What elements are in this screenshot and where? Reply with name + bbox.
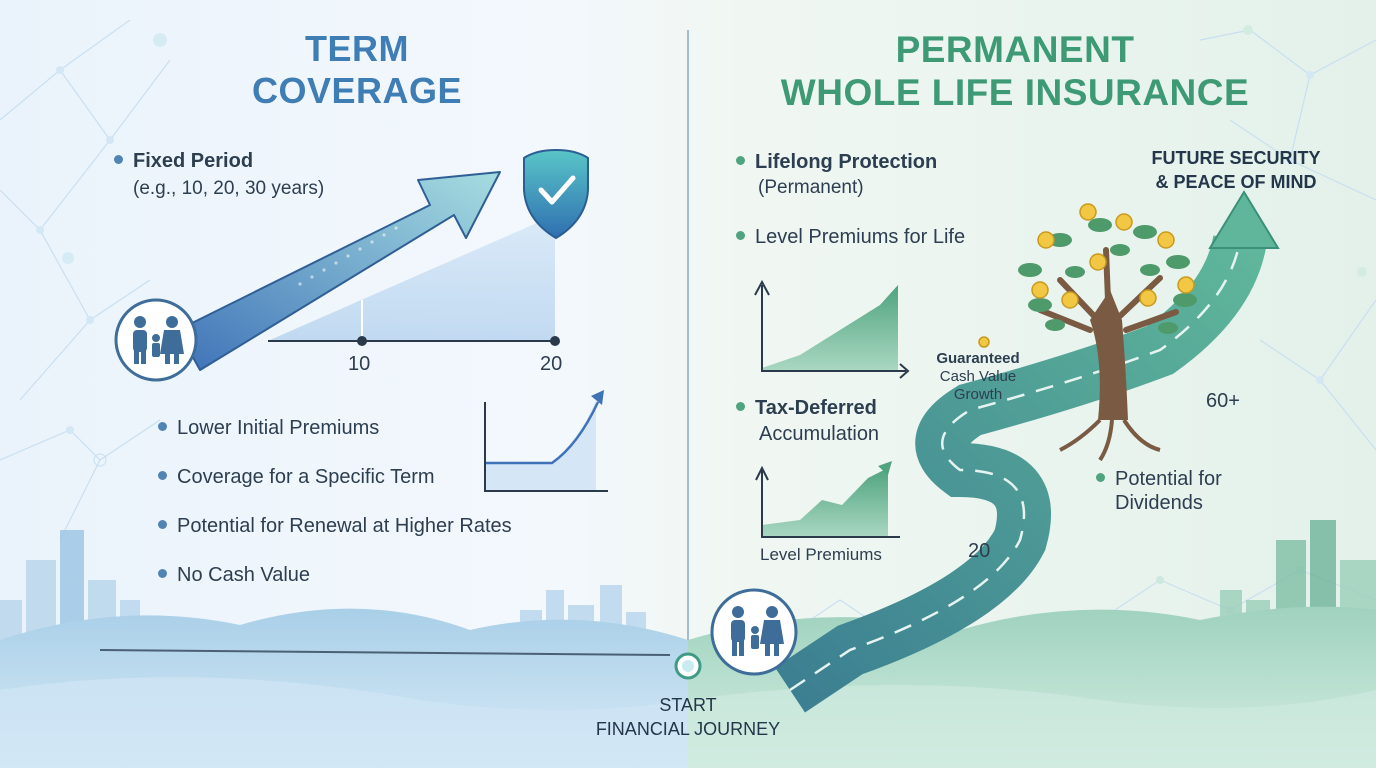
term-bullet-4-text: No Cash Value [177,564,311,586]
start-line1: START [659,695,717,715]
bullet-dot-icon [736,402,745,412]
dividends-line1: Potential for [1115,468,1222,490]
dividends-bullet: Potential for [1096,468,1222,491]
term-bullet-2-text: Coverage for a Specific Term [177,466,435,488]
money-tree-icon [978,203,1197,462]
future-security-line1: FUTURE SECURITY [1151,148,1321,168]
level-premiums-label: Level Premiums [760,545,882,564]
age-20-label: 20 [968,540,991,562]
start-label: START FINANCIAL JOURNEY [568,693,808,741]
bullet-dot-icon [736,231,745,241]
level-premiums-life-bullet: Level Premiums for Life [736,226,965,249]
term-bullet-1-text: Lower Initial Premiums [177,417,380,439]
age-60-label: 60+ [1206,390,1240,412]
term-coverage-area [270,215,555,340]
term-title-line2: COVERAGE [251,70,463,111]
permanent-title: PERMANENT WHOLE LIFE INSURANCE [755,28,1275,114]
guaranteed-text: Guaranteed [936,350,1020,367]
family-icon-left [114,298,198,382]
term-bullet-1: Lower Initial Premiums [158,417,379,440]
timeline-line [99,649,671,656]
fixed-period-bullet: Fixed Period [114,150,253,173]
term-bullet-4: No Cash Value [158,564,310,587]
bullet-dot-icon [1096,473,1105,483]
term-bullet-3: Potential for Renewal at Higher Rates [158,515,512,538]
guaranteed-growth-label: Guaranteed Cash Value Growth [926,350,1030,404]
tick-10-label: 10 [348,353,371,375]
future-security-label: FUTURE SECURITY & PEACE OF MIND [1126,146,1346,194]
journey-arrowhead [1208,190,1280,249]
premium-chart-left [484,390,608,492]
start-line2: FINANCIAL JOURNEY [595,719,781,739]
permanent-title-line2: WHOLE LIFE INSURANCE [780,72,1250,113]
bullet-dot-icon [158,422,167,432]
family-icon-right [710,588,798,676]
lifelong-chart [754,279,910,379]
cash-value-text: Cash Value [939,368,1017,385]
growth-arrow [177,171,501,371]
future-security-line2: & PEACE OF MIND [1155,172,1317,192]
tick-20-label: 20 [540,353,563,375]
accumulation-label: Accumulation [759,423,880,445]
fixed-period-label: Fixed Period [133,150,254,172]
bullet-dot-icon [158,569,167,579]
tick-10-marker [357,336,367,346]
bullet-dot-icon [158,471,167,481]
bullet-dot-icon [158,520,167,530]
term-bullet-3-text: Potential for Renewal at Higher Rates [177,515,512,537]
term-title: TERM COVERAGE [232,28,482,112]
lifelong-sub: (Permanent) [758,177,864,198]
tax-deferred-label: Tax-Deferred [755,397,877,419]
level-premiums-life-text: Level Premiums for Life [755,226,966,248]
tick-20-marker [550,336,560,346]
term-bullet-2: Coverage for a Specific Term [158,466,435,489]
tax-deferred-chart [755,461,900,538]
term-title-line1: TERM [305,28,409,69]
permanent-title-line1: PERMANENT [895,29,1135,70]
dividends-line2: Dividends [1115,492,1203,514]
lifelong-bullet: Lifelong Protection [736,151,937,174]
tax-deferred-bullet: Tax-Deferred [736,397,877,420]
bullet-dot-icon [736,156,745,166]
bullet-dot-icon [114,155,123,165]
shield-check-icon [523,148,589,240]
fixed-period-example: (e.g., 10, 20, 30 years) [133,178,325,199]
growth-text: Growth [953,386,1003,403]
lifelong-label: Lifelong Protection [755,151,938,173]
